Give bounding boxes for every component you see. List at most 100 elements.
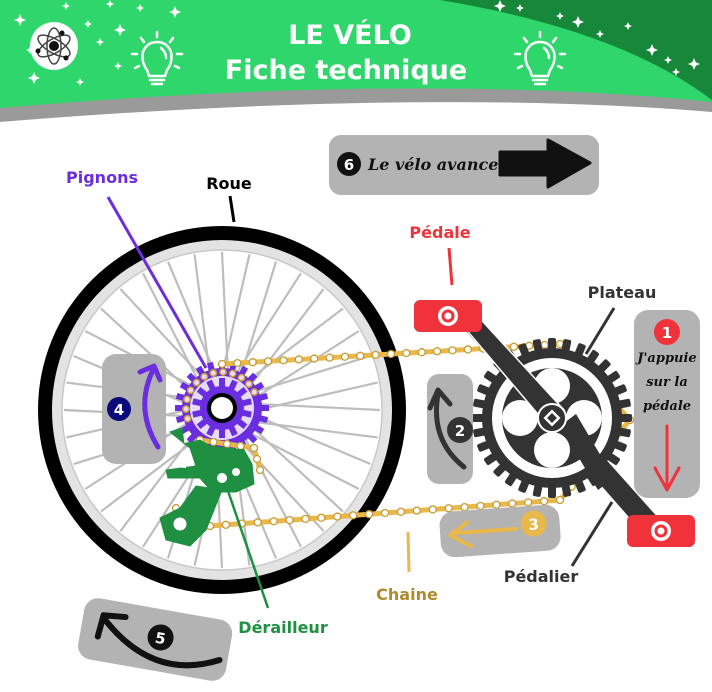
chain-link	[285, 515, 294, 525]
plateau-leader-line	[584, 307, 616, 355]
chain-link	[263, 357, 273, 366]
chaine-leader-line	[406, 531, 411, 573]
chain-link	[333, 512, 342, 521]
chain-link	[228, 369, 237, 378]
header-dark-green-swoosh	[440, 0, 712, 100]
star-icon	[84, 20, 92, 28]
cassette-inner-tooth	[192, 409, 203, 418]
arrow-right-icon	[498, 138, 592, 189]
star-icon	[114, 62, 122, 70]
spoke	[234, 424, 360, 490]
step-5-box: 5	[78, 598, 233, 681]
pedale-leader-line	[447, 247, 454, 286]
chain-link	[492, 500, 501, 509]
step-6-number: 6	[344, 156, 354, 174]
chain-link	[444, 504, 453, 513]
chain-link	[269, 517, 278, 526]
step-1-badge	[654, 319, 680, 345]
chain-link	[244, 380, 253, 388]
derailleur	[159, 427, 255, 547]
chain-link	[540, 340, 549, 350]
cassette-inner-tooth	[219, 378, 225, 387]
chain-link	[432, 347, 442, 356]
arrow-left-icon	[448, 520, 518, 549]
chain-link	[310, 354, 319, 363]
star-icon	[76, 78, 84, 86]
chain-link	[463, 345, 472, 354]
star-icon	[106, 0, 114, 8]
chain-link	[183, 414, 192, 423]
derailleur-leader-line	[225, 487, 270, 609]
rotate-arrow-icon	[101, 616, 223, 669]
star-icon	[62, 2, 70, 10]
chain-link	[386, 349, 396, 359]
step-2-number: 2	[455, 422, 465, 440]
chain-link	[192, 378, 201, 387]
atom-icon	[30, 22, 78, 70]
chain-link	[250, 388, 259, 397]
lightbulb-icon	[513, 30, 567, 86]
lightbulb-icon	[130, 30, 184, 86]
chain-link	[380, 508, 390, 518]
step-6-text: Le vélo avance	[367, 155, 498, 174]
pignons-leader-line	[106, 196, 208, 369]
chain-link	[219, 368, 227, 376]
cassette-inner-tooth	[206, 379, 216, 391]
chain-link	[524, 498, 533, 507]
step-6-box: 6 Le vélo avance	[329, 135, 599, 195]
cassette-pignons	[175, 361, 269, 455]
chain-link	[217, 359, 227, 369]
step-1-text-line2: sur la	[646, 375, 688, 390]
chain-link	[200, 372, 209, 381]
star-icon	[494, 0, 506, 12]
step-4-badge	[107, 397, 131, 421]
step-1-number: 1	[662, 324, 672, 342]
spoke	[241, 330, 360, 408]
step-3-number: 3	[528, 515, 540, 534]
star-icon	[26, 46, 34, 54]
star-icon	[516, 4, 524, 12]
step-5-number: 5	[154, 629, 167, 649]
cassette-inner-tooth	[192, 398, 203, 407]
step-3-box: 3	[439, 504, 561, 558]
chain-link	[417, 348, 426, 357]
label-pedalier: Pédalier	[504, 567, 579, 586]
spoke	[224, 272, 302, 391]
chain-link	[221, 520, 231, 529]
spoke	[236, 422, 302, 548]
star-icon	[624, 22, 632, 30]
star-icon	[14, 14, 26, 26]
star-icon	[556, 12, 564, 20]
step-6-badge	[337, 152, 361, 176]
page-title-line1: LE VÉLO	[288, 19, 412, 51]
chain-link	[236, 441, 245, 451]
chain-link	[249, 443, 259, 453]
chain-link	[508, 499, 517, 508]
step-2-box: 2	[427, 374, 473, 484]
star-icon	[114, 24, 126, 36]
step-5-badge	[147, 624, 174, 651]
step-4-box: 4	[102, 354, 166, 464]
step-2-badge	[447, 417, 473, 443]
pedal-top	[414, 300, 482, 332]
spoke	[236, 354, 371, 399]
star-icon	[136, 4, 144, 12]
spoke	[220, 251, 230, 392]
spoke	[240, 402, 381, 412]
chain-link	[255, 465, 265, 475]
cassette-inner-tooth	[241, 398, 252, 407]
chainring-plateau	[456, 311, 632, 498]
chain-link	[476, 501, 485, 511]
label-plateau: Plateau	[588, 283, 657, 302]
star-icon	[646, 44, 658, 56]
cassette-inner-tooth	[228, 379, 238, 391]
chain-link	[396, 507, 406, 516]
chain-link	[248, 358, 257, 367]
chain-link	[325, 353, 334, 362]
cassette-inner-tooth	[241, 409, 252, 418]
chain-link	[186, 386, 195, 395]
spoke	[240, 416, 344, 513]
spoke	[239, 418, 378, 439]
star-icon	[572, 16, 584, 28]
roue-leader-line	[228, 195, 236, 223]
